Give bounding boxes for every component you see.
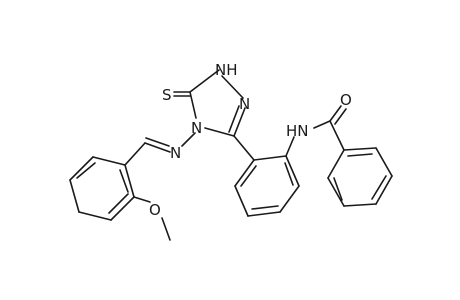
ring-c-inner-3 xyxy=(333,177,343,201)
atom-label-n-imine: N xyxy=(170,144,181,162)
bond-n4-nimine xyxy=(181,132,196,147)
atom-label-o-carbonyl: O xyxy=(340,91,352,109)
bond-nh-carbonyl xyxy=(313,120,331,129)
bond-co-b xyxy=(334,108,347,125)
ring-c-edge-5 xyxy=(327,177,345,207)
ring-b-edge-5 xyxy=(234,185,249,217)
carbonyl-group xyxy=(329,105,347,125)
bond-n1-c5 xyxy=(189,69,220,93)
ring-a-inner-3 xyxy=(119,169,129,193)
ring-c-inner-1 xyxy=(347,153,373,157)
ring-b-edge-1 xyxy=(253,155,287,161)
bond-nimine-ch-a xyxy=(144,142,171,153)
bond-n4-c5 xyxy=(189,91,197,119)
bond-omethoxy-ch3 xyxy=(161,217,171,241)
ring-a-edge-5 xyxy=(69,156,94,181)
atom-label-nh-triazole: NH xyxy=(215,61,238,79)
bond-ring-nh xyxy=(285,136,295,157)
atom-label-sulfur: S xyxy=(162,86,172,104)
ring-c-edge-2 xyxy=(375,147,393,177)
ring-b-edge-6 xyxy=(234,159,255,187)
ring-a-inner-2 xyxy=(76,162,96,179)
triazole-ring xyxy=(189,69,246,137)
bond-n1-n2 xyxy=(221,75,244,99)
ring-b-edge-2 xyxy=(285,155,300,187)
bond-n2-c3-a xyxy=(233,107,246,137)
ring-c-edge-3 xyxy=(375,175,393,205)
imine-bond xyxy=(144,137,171,153)
ring-b-edge-3 xyxy=(279,185,300,213)
ring-b-inner-3 xyxy=(240,165,257,187)
phenylene-ring xyxy=(234,155,300,217)
atom-label-n4: N xyxy=(191,119,202,137)
atom-label-n2: N xyxy=(239,95,250,113)
ring-a-edge-2 xyxy=(110,196,135,221)
ring-a-edge-1 xyxy=(124,164,135,198)
bond-c3-ring xyxy=(233,135,255,161)
bond-c3-n4 xyxy=(204,127,235,137)
bond-n2-c3-b xyxy=(228,105,240,133)
methoxyphenyl-ring xyxy=(69,156,135,221)
thione-group xyxy=(173,91,191,97)
ring-c-edge-1 xyxy=(343,147,377,151)
ring-a-edge-6 xyxy=(92,156,126,166)
ring-c-edge-6 xyxy=(327,149,345,179)
ring-b-inner-2 xyxy=(251,205,279,210)
bond-ch-ring xyxy=(124,142,146,166)
atom-label-nh-amide: HN xyxy=(286,122,309,140)
benzoyl-ring xyxy=(327,147,393,207)
bond-carbonyl-ring xyxy=(329,120,345,151)
atom-labels: NH S N N N HN O O xyxy=(149,61,352,219)
ring-b-edge-4 xyxy=(247,211,281,217)
ring-c-edge-4 xyxy=(343,203,377,207)
bond-co-a xyxy=(329,105,342,122)
bond-ring-omethoxy xyxy=(133,196,151,203)
ring-b-inner-1 xyxy=(284,162,294,186)
atom-label-o-methoxy: O xyxy=(149,201,161,219)
ring-a-edge-4 xyxy=(69,179,80,213)
ring-a-inner-1 xyxy=(108,193,129,214)
ring-c-inner-2 xyxy=(371,175,387,200)
ring-a-edge-3 xyxy=(78,211,112,221)
bond-nimine-ch-b xyxy=(145,137,170,147)
